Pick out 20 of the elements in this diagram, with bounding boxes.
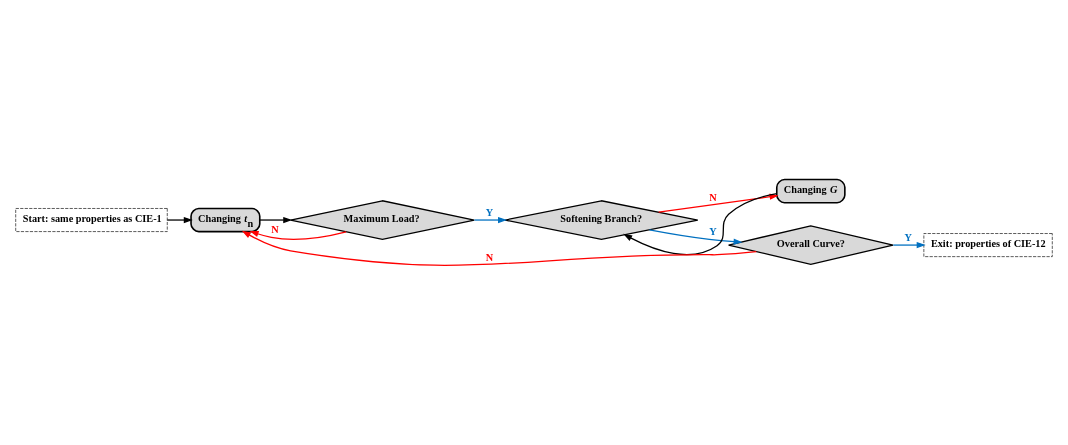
edge-label: Y <box>485 207 494 219</box>
arrow <box>241 230 757 266</box>
arrow <box>249 230 347 240</box>
arrow <box>259 216 293 224</box>
node-box: Changing G <box>775 178 846 204</box>
node-box: Start: same properties as CIE-1 <box>15 208 168 232</box>
arrow <box>166 216 193 224</box>
edge-label: N <box>271 224 279 236</box>
edge-label: N <box>709 192 717 204</box>
edge-label: N <box>485 252 494 264</box>
arrow <box>648 229 743 245</box>
arrow <box>892 241 926 249</box>
arrow <box>658 193 779 213</box>
edge-label: Y <box>709 226 717 238</box>
edge-label: Y <box>904 232 912 244</box>
node-box: Exit: properties of CIE-12 <box>923 233 1053 257</box>
node-diamond: Maximum Load? <box>289 200 475 240</box>
node-diamond: Overall Curve? <box>727 225 894 265</box>
arrow <box>473 216 508 224</box>
arrow <box>623 192 778 256</box>
